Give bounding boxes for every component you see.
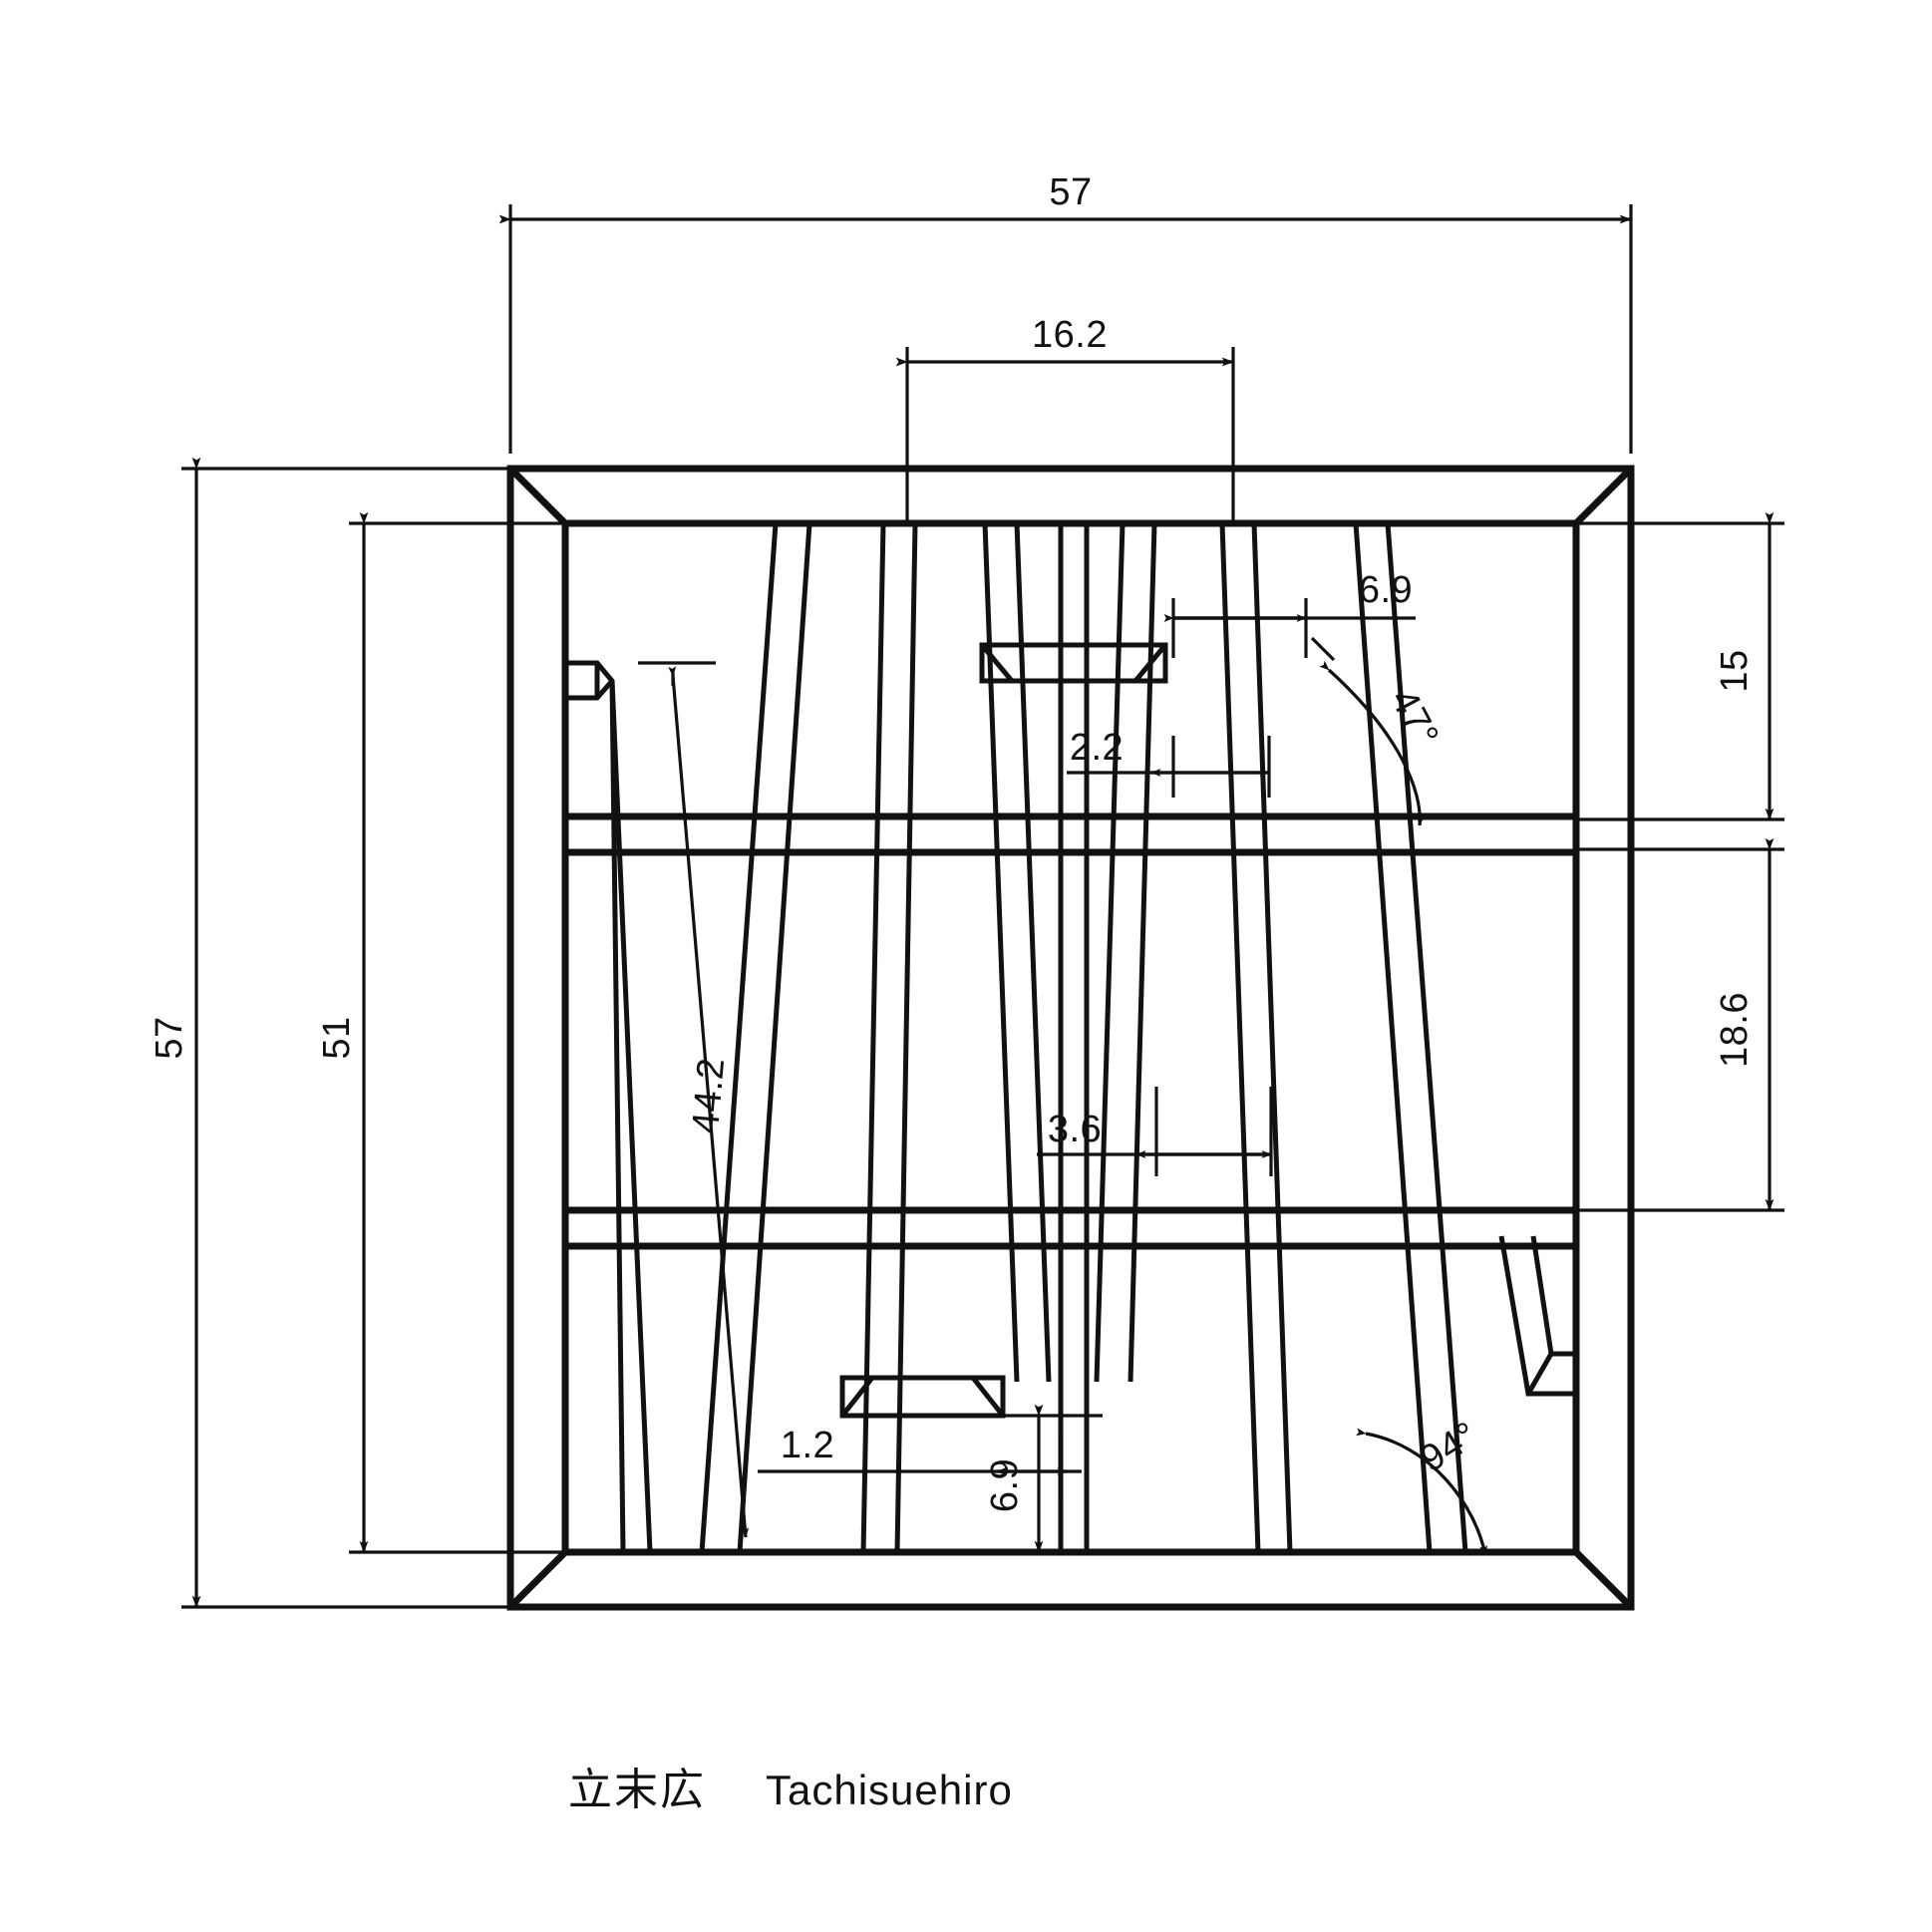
dim-band-middle: 18.6 <box>1576 837 1784 1212</box>
rail-lower <box>565 1206 1576 1250</box>
dim-label-band-15: 15 <box>1714 649 1756 692</box>
upper-trapezoid-cap <box>979 642 1168 684</box>
rail-upper <box>565 812 1576 856</box>
title-japanese: 立末広 <box>568 1765 706 1815</box>
dim-top-span: 16.2 <box>895 314 1235 523</box>
dim-bottom-post: 1.2 <box>758 1425 1089 1495</box>
dim-label-height-51: 51 <box>316 1016 358 1059</box>
dim-bottom-cap-height: 6.9 <box>984 1404 1103 1554</box>
fan-slats <box>565 523 1576 1552</box>
title-romaji: Tachisuehiro <box>766 1767 1013 1813</box>
dim-label-post-1-2: 1.2 <box>781 1425 834 1466</box>
title-block: 立末広 Tachisuehiro <box>568 1765 1013 1815</box>
dim-cap-width: 6.9 <box>1163 569 1416 658</box>
dim-overall-width: 57 <box>498 171 1633 454</box>
dim-band-upper: 15 <box>1576 511 1784 821</box>
slat-group-right <box>1094 523 1468 1552</box>
dim-diagonal: 44.2 <box>638 661 750 1538</box>
dim-overall-height: 57 <box>149 457 510 1609</box>
dim-label-post-2-2: 2.2 <box>1070 727 1124 769</box>
dim-label-height-57: 57 <box>149 1016 190 1059</box>
dim-post-inner: 2.2 <box>1067 727 1271 798</box>
slat-group-left <box>699 523 1052 1552</box>
dim-label-band-18-6: 18.6 <box>1714 992 1756 1068</box>
dim-label-gap-3-6: 3.6 <box>1048 1109 1102 1150</box>
dim-label-cap-6-9: 6.9 <box>1359 569 1413 611</box>
dim-label-capH-6-9: 6.9 <box>984 1458 1026 1512</box>
center-post <box>1058 523 1090 1552</box>
dim-angle-47: 47° <box>1310 636 1447 826</box>
dim-inner-height: 51 <box>316 511 565 1554</box>
dim-label-width-57: 57 <box>1049 171 1092 213</box>
dim-label-span-16-2: 16.2 <box>1032 314 1108 356</box>
slat-left-short <box>565 660 653 1552</box>
dim-mid-gap: 3.6 <box>1037 1087 1273 1176</box>
dim-label-diag-44-2: 44.2 <box>685 1056 733 1134</box>
slat-right-short <box>1498 1235 1576 1397</box>
